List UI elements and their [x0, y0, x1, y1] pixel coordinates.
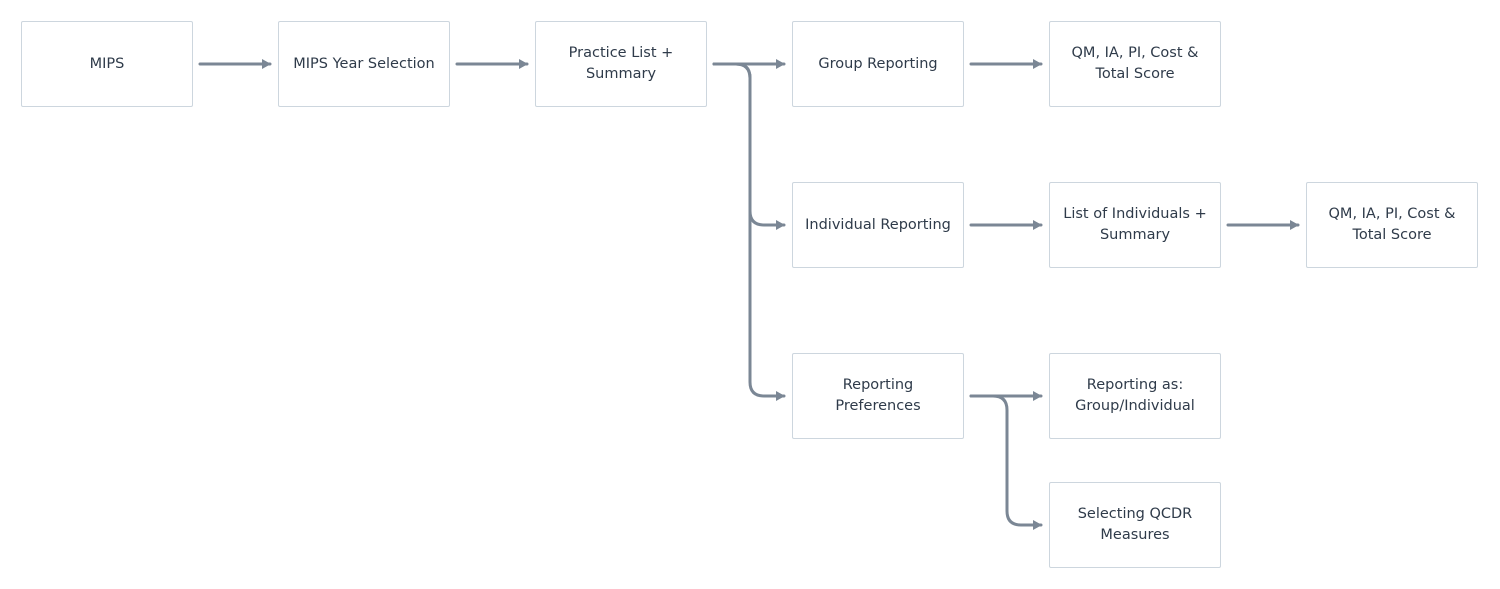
arrow-preferences-to-qcdr-measures [969, 394, 1043, 530]
node-mips: MIPS [21, 21, 193, 107]
node-reporting-preferences: Reporting Preferences [792, 353, 964, 439]
arrow-practice-list-to-reporting-preferences [712, 62, 786, 401]
node-reporting-as: Reporting as: Group/Individual [1049, 353, 1221, 439]
node-practice-list-summary: Practice List + Summary [535, 21, 707, 107]
node-list-of-individuals: List of Individuals + Summary [1049, 182, 1221, 268]
node-group-reporting: Group Reporting [792, 21, 964, 107]
node-mips-year-selection: MIPS Year Selection [278, 21, 450, 107]
node-group-scores: QM, IA, PI, Cost & Total Score [1049, 21, 1221, 107]
node-individual-scores: QM, IA, PI, Cost & Total Score [1306, 182, 1478, 268]
node-selecting-qcdr-measures: Selecting QCDR Measures [1049, 482, 1221, 568]
node-individual-reporting: Individual Reporting [792, 182, 964, 268]
